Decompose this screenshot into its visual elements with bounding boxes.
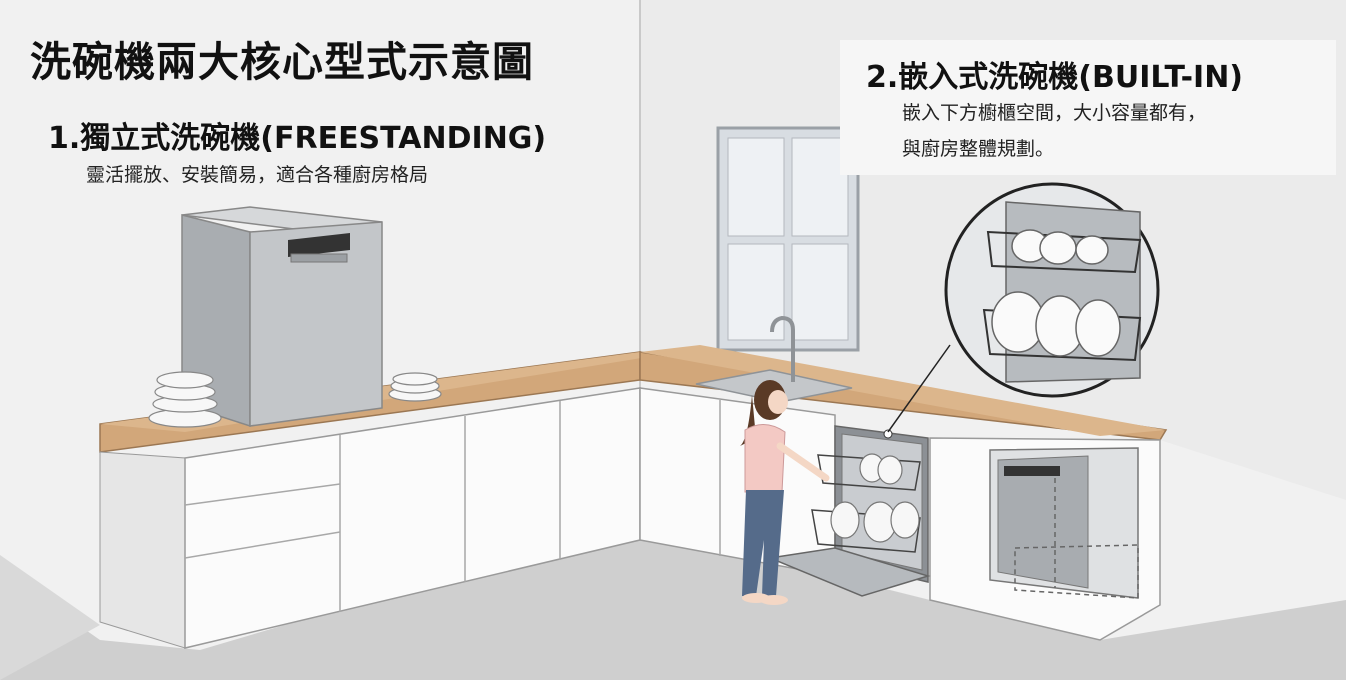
- cabinet-left-doors: [184, 401, 561, 612]
- page-title: 洗碗機兩大核心型式示意圖: [30, 38, 534, 86]
- floor-shade: [0, 555, 100, 680]
- freestanding-heading: 1.獨立式洗碗機(FREESTANDING): [48, 121, 547, 156]
- builtin-description-line2: 與廚房整體規劃。: [902, 138, 1055, 160]
- freestanding-description: 靈活擺放、安裝簡易，適合各種廚房格局: [86, 164, 429, 186]
- plate-stack-left: [148, 371, 222, 428]
- builtin-heading: 2.嵌入式洗碗機(BUILT-IN): [866, 60, 1244, 95]
- countertop-right-top: [640, 345, 1166, 436]
- plate-stack-right: [388, 372, 442, 402]
- builtin-dishwasher-open: [767, 425, 931, 597]
- builtin-label-box: [840, 40, 1336, 175]
- floor: [0, 520, 1346, 680]
- detail-callout: [887, 182, 1160, 433]
- window: [716, 126, 860, 352]
- person-loading-dishes: [740, 380, 830, 605]
- freestanding-dishwasher: [181, 206, 383, 428]
- cabinet-left-side: [99, 451, 186, 649]
- builtin-description-line1: 嵌入下方櫥櫃空間，大小容量都有，: [902, 102, 1207, 124]
- builtin-dishwasher-closed: [989, 447, 1139, 599]
